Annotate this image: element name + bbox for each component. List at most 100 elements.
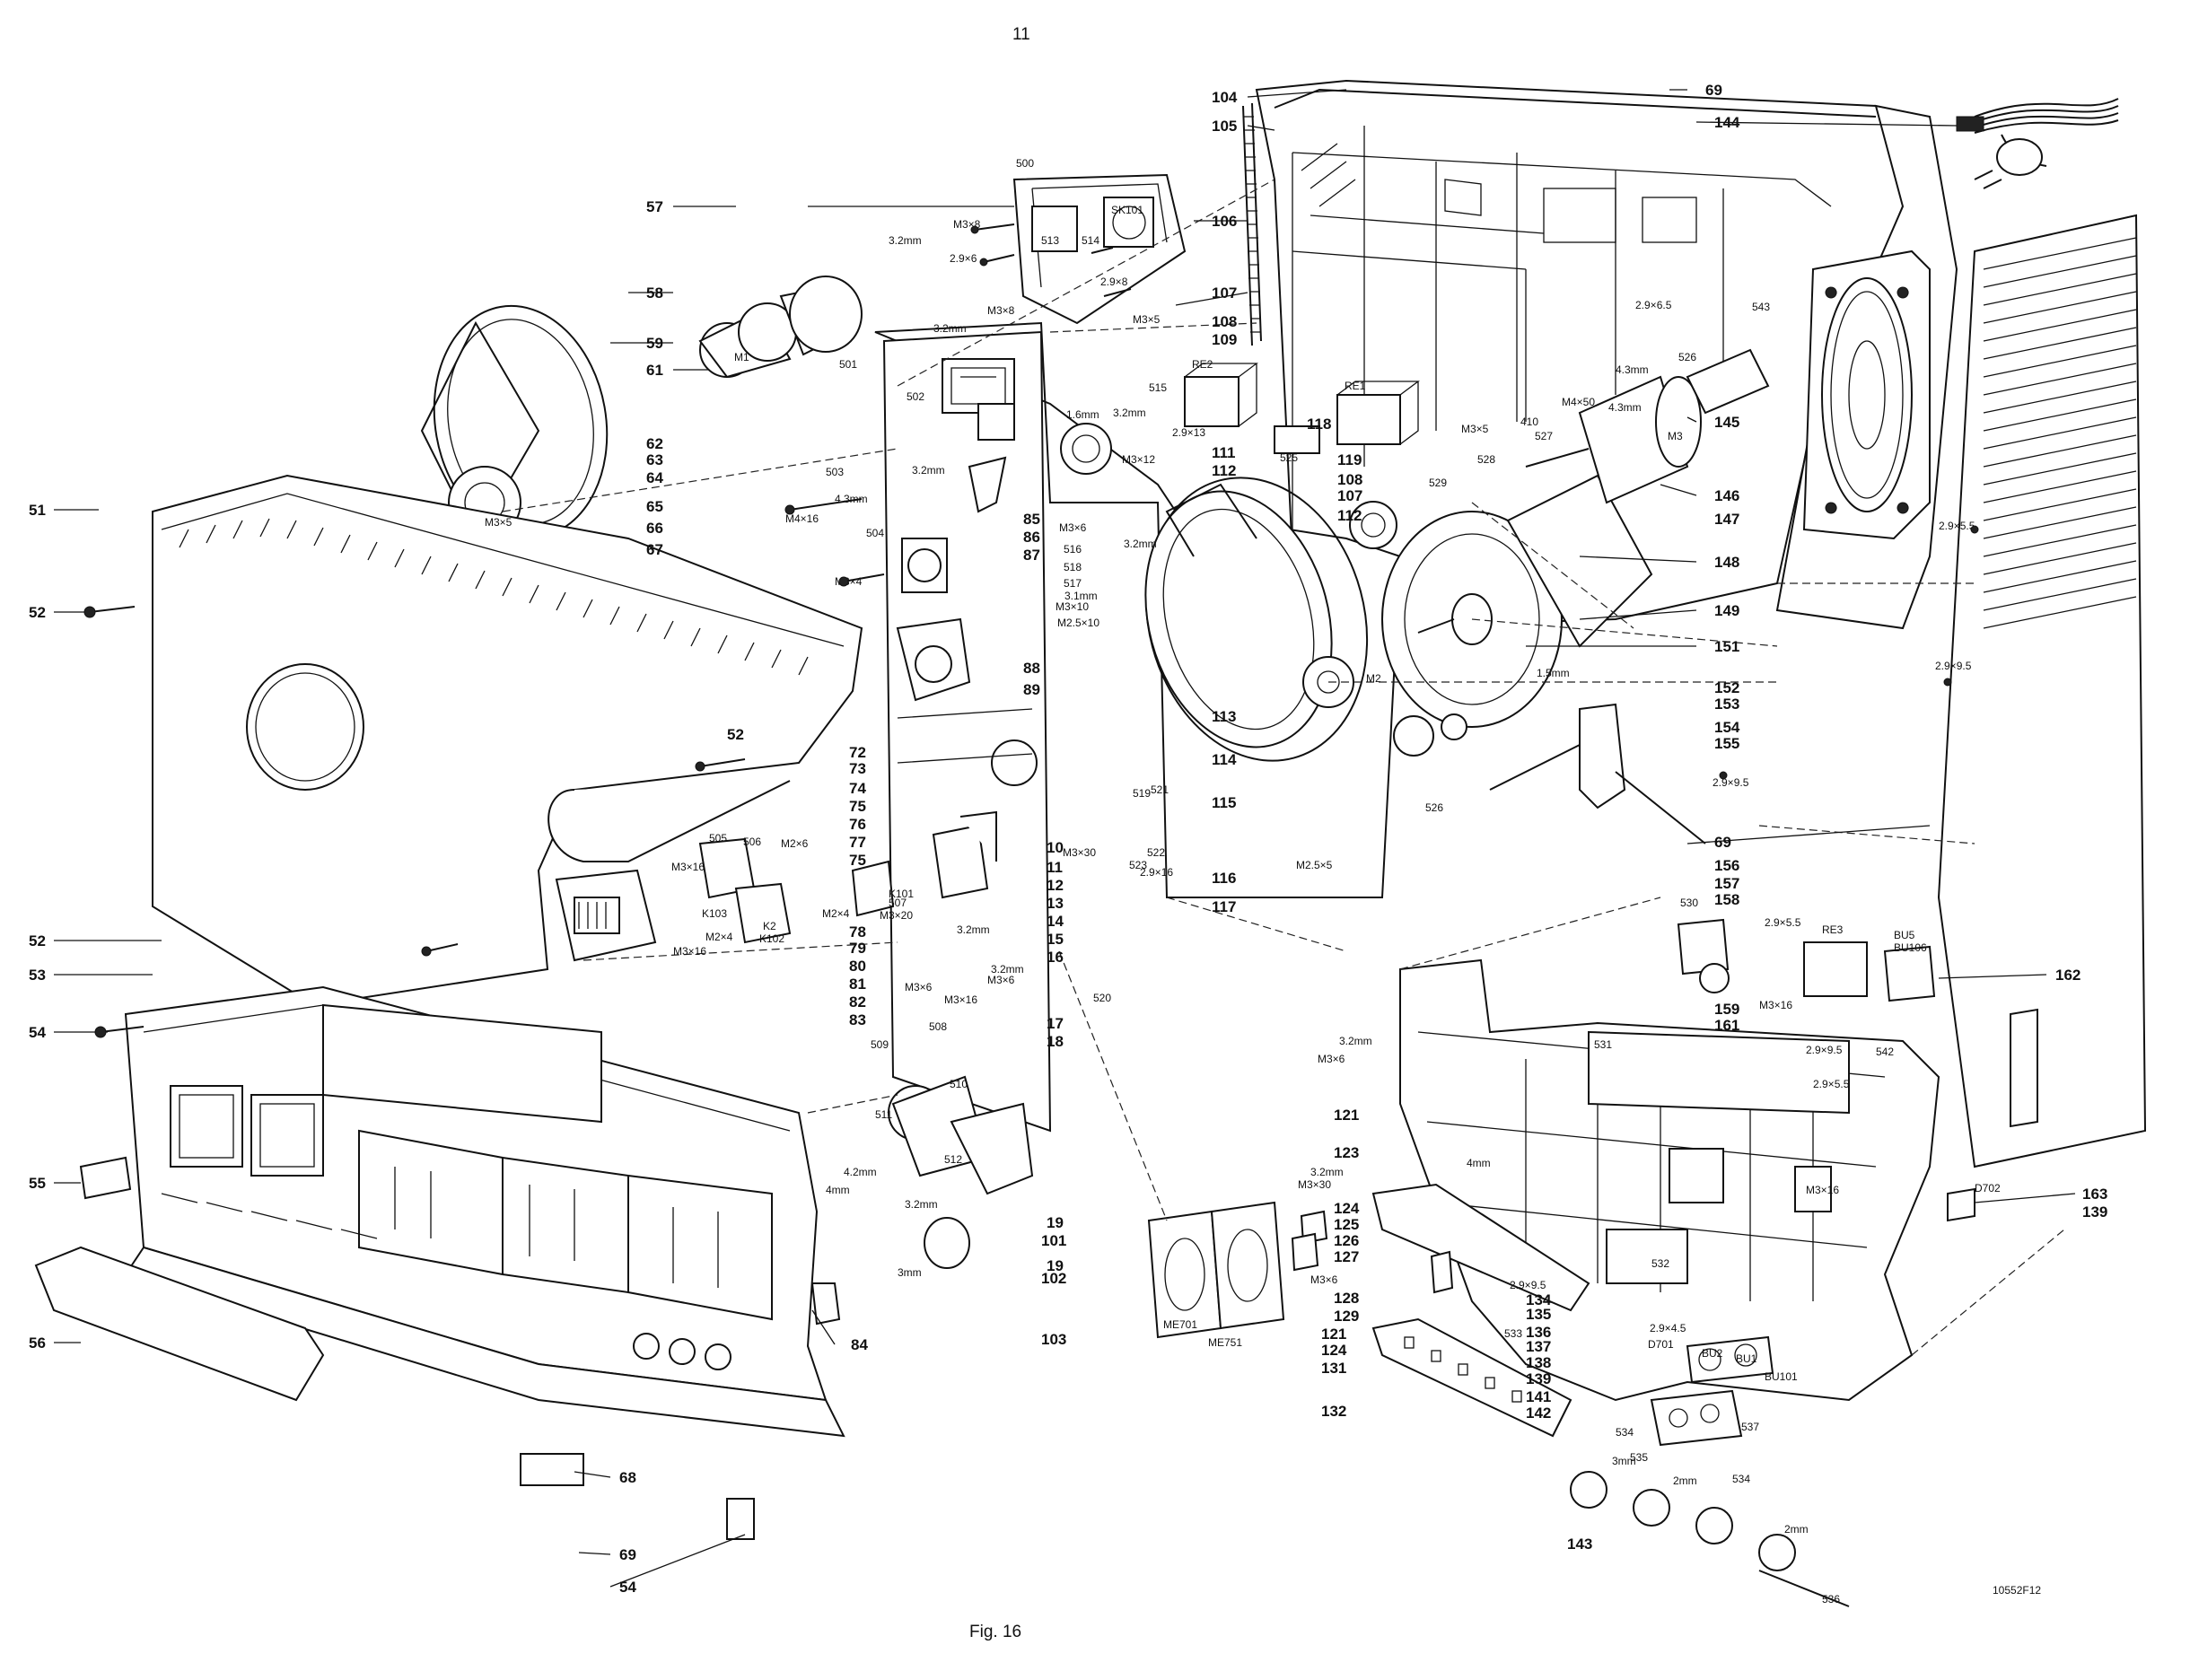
label-127: 127 <box>1334 1248 1359 1265</box>
label-13: 13 <box>1047 895 1064 912</box>
label-86: 86 <box>1023 529 1040 546</box>
label-105: 105 <box>1212 118 1237 135</box>
screw-M3x6: M3×6 <box>905 981 933 993</box>
dim-4.2mm: 4.2mm <box>844 1166 877 1178</box>
label-161: 161 <box>1714 1017 1739 1034</box>
relay-RE3-bracket <box>1677 918 2038 1222</box>
dim-1.6mm: 1.6mm <box>1066 408 1099 421</box>
screw-M3x16: M3×16 <box>944 993 977 1006</box>
label-14: 14 <box>1047 913 1064 930</box>
label-536: 536 <box>1822 1593 1840 1606</box>
label-529: 529 <box>1429 477 1447 489</box>
label-119: 119 <box>1337 451 1362 468</box>
label-531: 531 <box>1594 1038 1612 1051</box>
label-11: 11 <box>1047 859 1063 876</box>
dim-2mm: 2mm <box>1673 1474 1697 1487</box>
label-123: 123 <box>1334 1144 1359 1161</box>
screw-M3x6: M3×6 <box>1310 1273 1338 1286</box>
screw-2.9x8: 2.9×8 <box>1100 276 1128 288</box>
label-51: 51 <box>29 502 46 519</box>
label-74: 74 <box>849 780 866 797</box>
label-534: 534 <box>1616 1426 1634 1439</box>
label-54: 54 <box>29 1024 46 1041</box>
trim-55-56 <box>34 1156 841 1540</box>
screw-M3x5: M3×5 <box>485 516 512 529</box>
label-516: 516 <box>1064 543 1082 556</box>
label-D702: D702 <box>1975 1182 2001 1194</box>
label-526: 526 <box>1678 351 1696 363</box>
label-158: 158 <box>1714 891 1739 908</box>
label-121: 121 <box>1321 1326 1346 1343</box>
label-155: 155 <box>1714 735 1739 752</box>
label-151: 151 <box>1714 638 1739 655</box>
label-61: 61 <box>646 362 663 379</box>
label-126: 126 <box>1334 1232 1359 1249</box>
label-121: 121 <box>1334 1107 1359 1124</box>
label-537: 537 <box>1741 1421 1759 1433</box>
label-85: 85 <box>1023 511 1040 528</box>
motor-M3 <box>1525 348 1770 504</box>
label-111: 111 <box>1212 444 1236 461</box>
label-118: 118 <box>1307 416 1331 433</box>
screw-2.9x16: 2.9×16 <box>1140 866 1173 879</box>
label-533: 533 <box>1504 1327 1522 1340</box>
label-163: 163 <box>2082 1186 2107 1203</box>
label-82: 82 <box>849 993 866 1011</box>
label-128: 128 <box>1334 1290 1359 1307</box>
dim-3mm: 3mm <box>898 1266 922 1279</box>
label-15: 15 <box>1047 931 1064 948</box>
label-510: 510 <box>950 1078 968 1090</box>
label-125: 125 <box>1334 1216 1359 1233</box>
label-509: 509 <box>871 1038 889 1051</box>
bracket-154 <box>1489 703 1706 844</box>
meters-ME701-ME751 <box>1147 1201 1285 1339</box>
dim-2mm: 2mm <box>1784 1523 1809 1536</box>
label-RE3: RE3 <box>1822 923 1844 936</box>
label-535: 535 <box>1630 1451 1648 1464</box>
label-114: 114 <box>1212 751 1237 768</box>
label-522: 522 <box>1147 846 1165 859</box>
dim-3.2mm: 3.2mm <box>905 1198 938 1211</box>
screw-2.9x4.5: 2.9×4.5 <box>1650 1322 1686 1334</box>
screw-M4x16: M4×16 <box>785 512 819 525</box>
gear-group <box>1060 423 1467 757</box>
screw-2.9x5.5: 2.9×5.5 <box>1939 520 1975 532</box>
label-129: 129 <box>1334 1308 1359 1325</box>
dim-4.3mm: 4.3mm <box>1616 363 1649 376</box>
dim-3.2mm: 3.2mm <box>1113 407 1146 419</box>
screw-2.9x9.5: 2.9×9.5 <box>1806 1044 1843 1056</box>
label-62: 62 <box>646 435 663 452</box>
screw-2.9x5.5: 2.9×5.5 <box>1813 1078 1850 1090</box>
label-K102: K102 <box>759 932 784 945</box>
label-52: 52 <box>29 604 46 621</box>
label-149: 149 <box>1714 602 1739 619</box>
label-124: 124 <box>1321 1342 1347 1359</box>
dim-3.2mm: 3.2mm <box>1310 1166 1344 1178</box>
part-labels: 51 52 52 52 53 54 54 55 56 57 58 59 61 6… <box>29 82 2107 1596</box>
dim-4mm: 4mm <box>826 1184 850 1196</box>
switch-strip <box>1291 1183 1590 1438</box>
front-panel <box>124 985 845 1438</box>
label-145: 145 <box>1714 414 1739 431</box>
screw-M3x6: M3×6 <box>987 974 1015 986</box>
label-79: 79 <box>849 940 866 957</box>
capstan-511 <box>888 1075 1034 1269</box>
label-76: 76 <box>849 816 866 833</box>
label-131: 131 <box>1321 1360 1346 1377</box>
label-115: 115 <box>1212 794 1236 811</box>
label-52: 52 <box>29 932 46 949</box>
screw-M3x16: M3×16 <box>673 945 706 958</box>
screw-2.9x13: 2.9×13 <box>1172 426 1205 439</box>
label-513: 513 <box>1041 234 1059 247</box>
assembly-lines <box>502 179 2065 1356</box>
label-112: 112 <box>1337 507 1362 524</box>
label-138: 138 <box>1526 1354 1551 1371</box>
label-103: 103 <box>1041 1331 1066 1348</box>
label-520: 520 <box>1093 992 1111 1004</box>
relay-RE1 <box>1274 381 1420 454</box>
label-410: 410 <box>1520 416 1538 428</box>
screw-M3x6: M3×6 <box>1059 521 1087 534</box>
component-labels: 500 501 502 503 504 505 506 507 508 509 … <box>485 157 2001 1606</box>
label-116: 116 <box>1212 870 1236 887</box>
head-block <box>555 810 997 962</box>
